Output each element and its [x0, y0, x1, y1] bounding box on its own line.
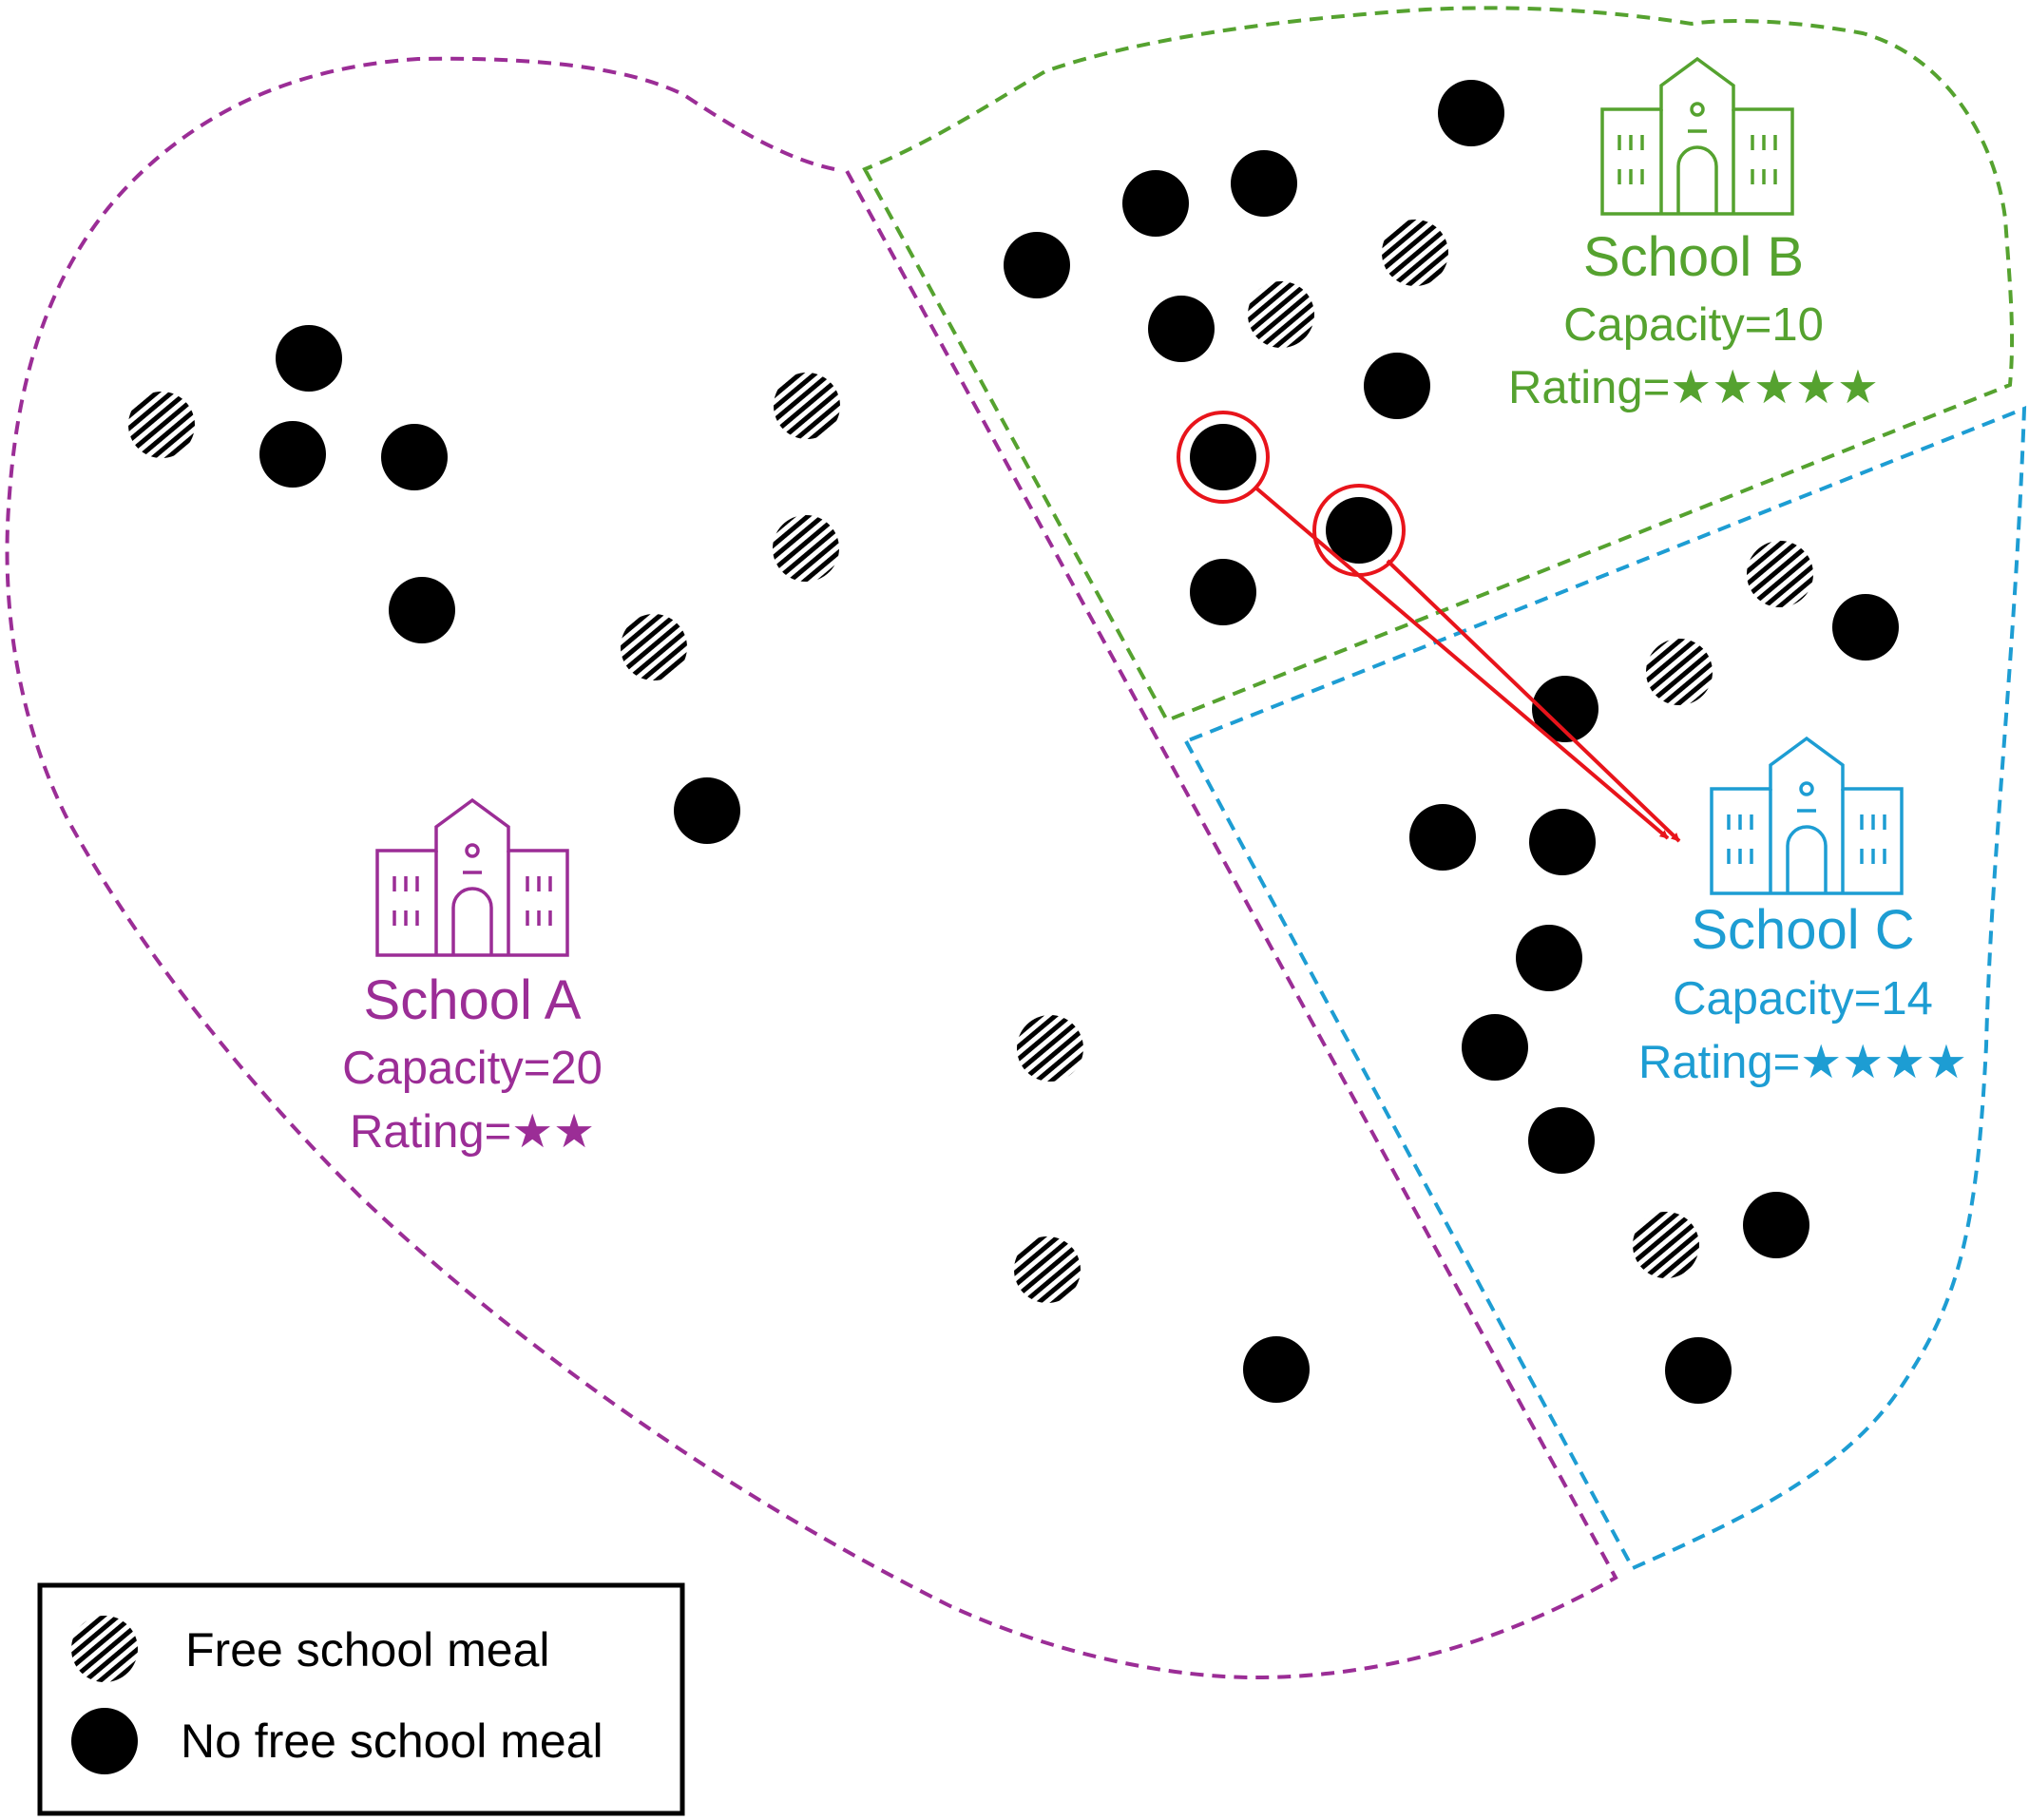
- highlight-ring: [1177, 411, 1270, 504]
- student-dot: [1122, 170, 1189, 237]
- student-dot-free-meal: [1382, 220, 1448, 286]
- school-b-building-icon: [1600, 57, 1794, 216]
- school-a-rating: Rating=★★: [350, 1106, 595, 1158]
- school-a-catchment-boundary: [5, 56, 1618, 1680]
- school-c-name: School C: [1691, 899, 1914, 961]
- student-dot-free-meal: [1646, 639, 1713, 705]
- student-dot: [1243, 1336, 1310, 1403]
- student-dot: [1409, 804, 1476, 871]
- student-dot: [1148, 296, 1215, 362]
- legend-no-free-meal-label: No free school meal: [181, 1715, 603, 1768]
- school-a-building-icon: [375, 798, 569, 957]
- student-dot: [381, 424, 448, 490]
- student-dot: [1231, 150, 1297, 217]
- student-dot-free-meal: [1248, 281, 1314, 348]
- student-dot: [389, 577, 455, 643]
- school-b-catchment-boundary: [862, 6, 2015, 723]
- student-dot: [259, 421, 326, 488]
- student-dot: [1832, 594, 1899, 661]
- student-dot: [674, 777, 740, 844]
- school-c-catchment-boundary: [1183, 406, 2027, 1571]
- school-a-name: School A: [364, 969, 582, 1031]
- school-b-rating: Rating=★★★★★: [1508, 362, 1879, 413]
- school-b-name: School B: [1583, 226, 1804, 288]
- student-dot-free-meal: [128, 392, 195, 458]
- student-dot-free-meal: [773, 515, 839, 582]
- school-b-label: School B Capacity=10 Rating=★★★★★: [1508, 226, 1879, 413]
- student-dot: [1364, 353, 1430, 419]
- school-c-capacity: Capacity=14: [1673, 973, 1933, 1025]
- student-dot-free-meal: [1014, 1236, 1081, 1303]
- student-dot: [1743, 1192, 1809, 1258]
- school-c-label: School C Capacity=14 Rating=★★★★: [1638, 899, 1967, 1088]
- no-free-meal-dots: [259, 80, 1899, 1404]
- school-c-rating: Rating=★★★★: [1638, 1037, 1967, 1088]
- student-dot: [1462, 1014, 1528, 1081]
- school-c-building-icon: [1710, 737, 1904, 895]
- school-b-capacity: Capacity=10: [1563, 299, 1824, 351]
- student-dot: [1528, 1107, 1595, 1174]
- student-dot: [1190, 424, 1256, 490]
- legend-free-meal-swatch: [71, 1616, 138, 1682]
- legend-free-meal-label: Free school meal: [185, 1623, 550, 1676]
- student-dot-free-meal: [774, 373, 840, 439]
- legend: Free school meal No free school meal: [37, 1582, 685, 1816]
- free-meal-dots: [128, 220, 1813, 1303]
- student-dot: [1516, 925, 1582, 991]
- student-dot-free-meal: [1017, 1015, 1083, 1082]
- student-dot-free-meal: [1633, 1212, 1699, 1278]
- student-dot: [1665, 1337, 1732, 1404]
- school-a-label: School A Capacity=20 Rating=★★: [342, 969, 603, 1158]
- student-dot: [1326, 497, 1392, 564]
- student-dot: [1004, 232, 1070, 298]
- student-dot: [276, 325, 342, 392]
- highlighted-transfers: [1177, 411, 1681, 843]
- legend-box: [37, 1582, 685, 1816]
- legend-no-free-meal-swatch: [71, 1708, 138, 1774]
- student-dot: [1438, 80, 1504, 146]
- transfer-arrow: [1386, 559, 1681, 843]
- school-a-capacity: Capacity=20: [342, 1043, 603, 1094]
- student-dot: [1532, 676, 1598, 742]
- student-dot: [1190, 559, 1256, 625]
- student-dot-free-meal: [621, 614, 687, 680]
- transfer-arrow: [1253, 485, 1670, 840]
- student-dot-free-meal: [1747, 541, 1813, 607]
- student-dot: [1529, 809, 1596, 875]
